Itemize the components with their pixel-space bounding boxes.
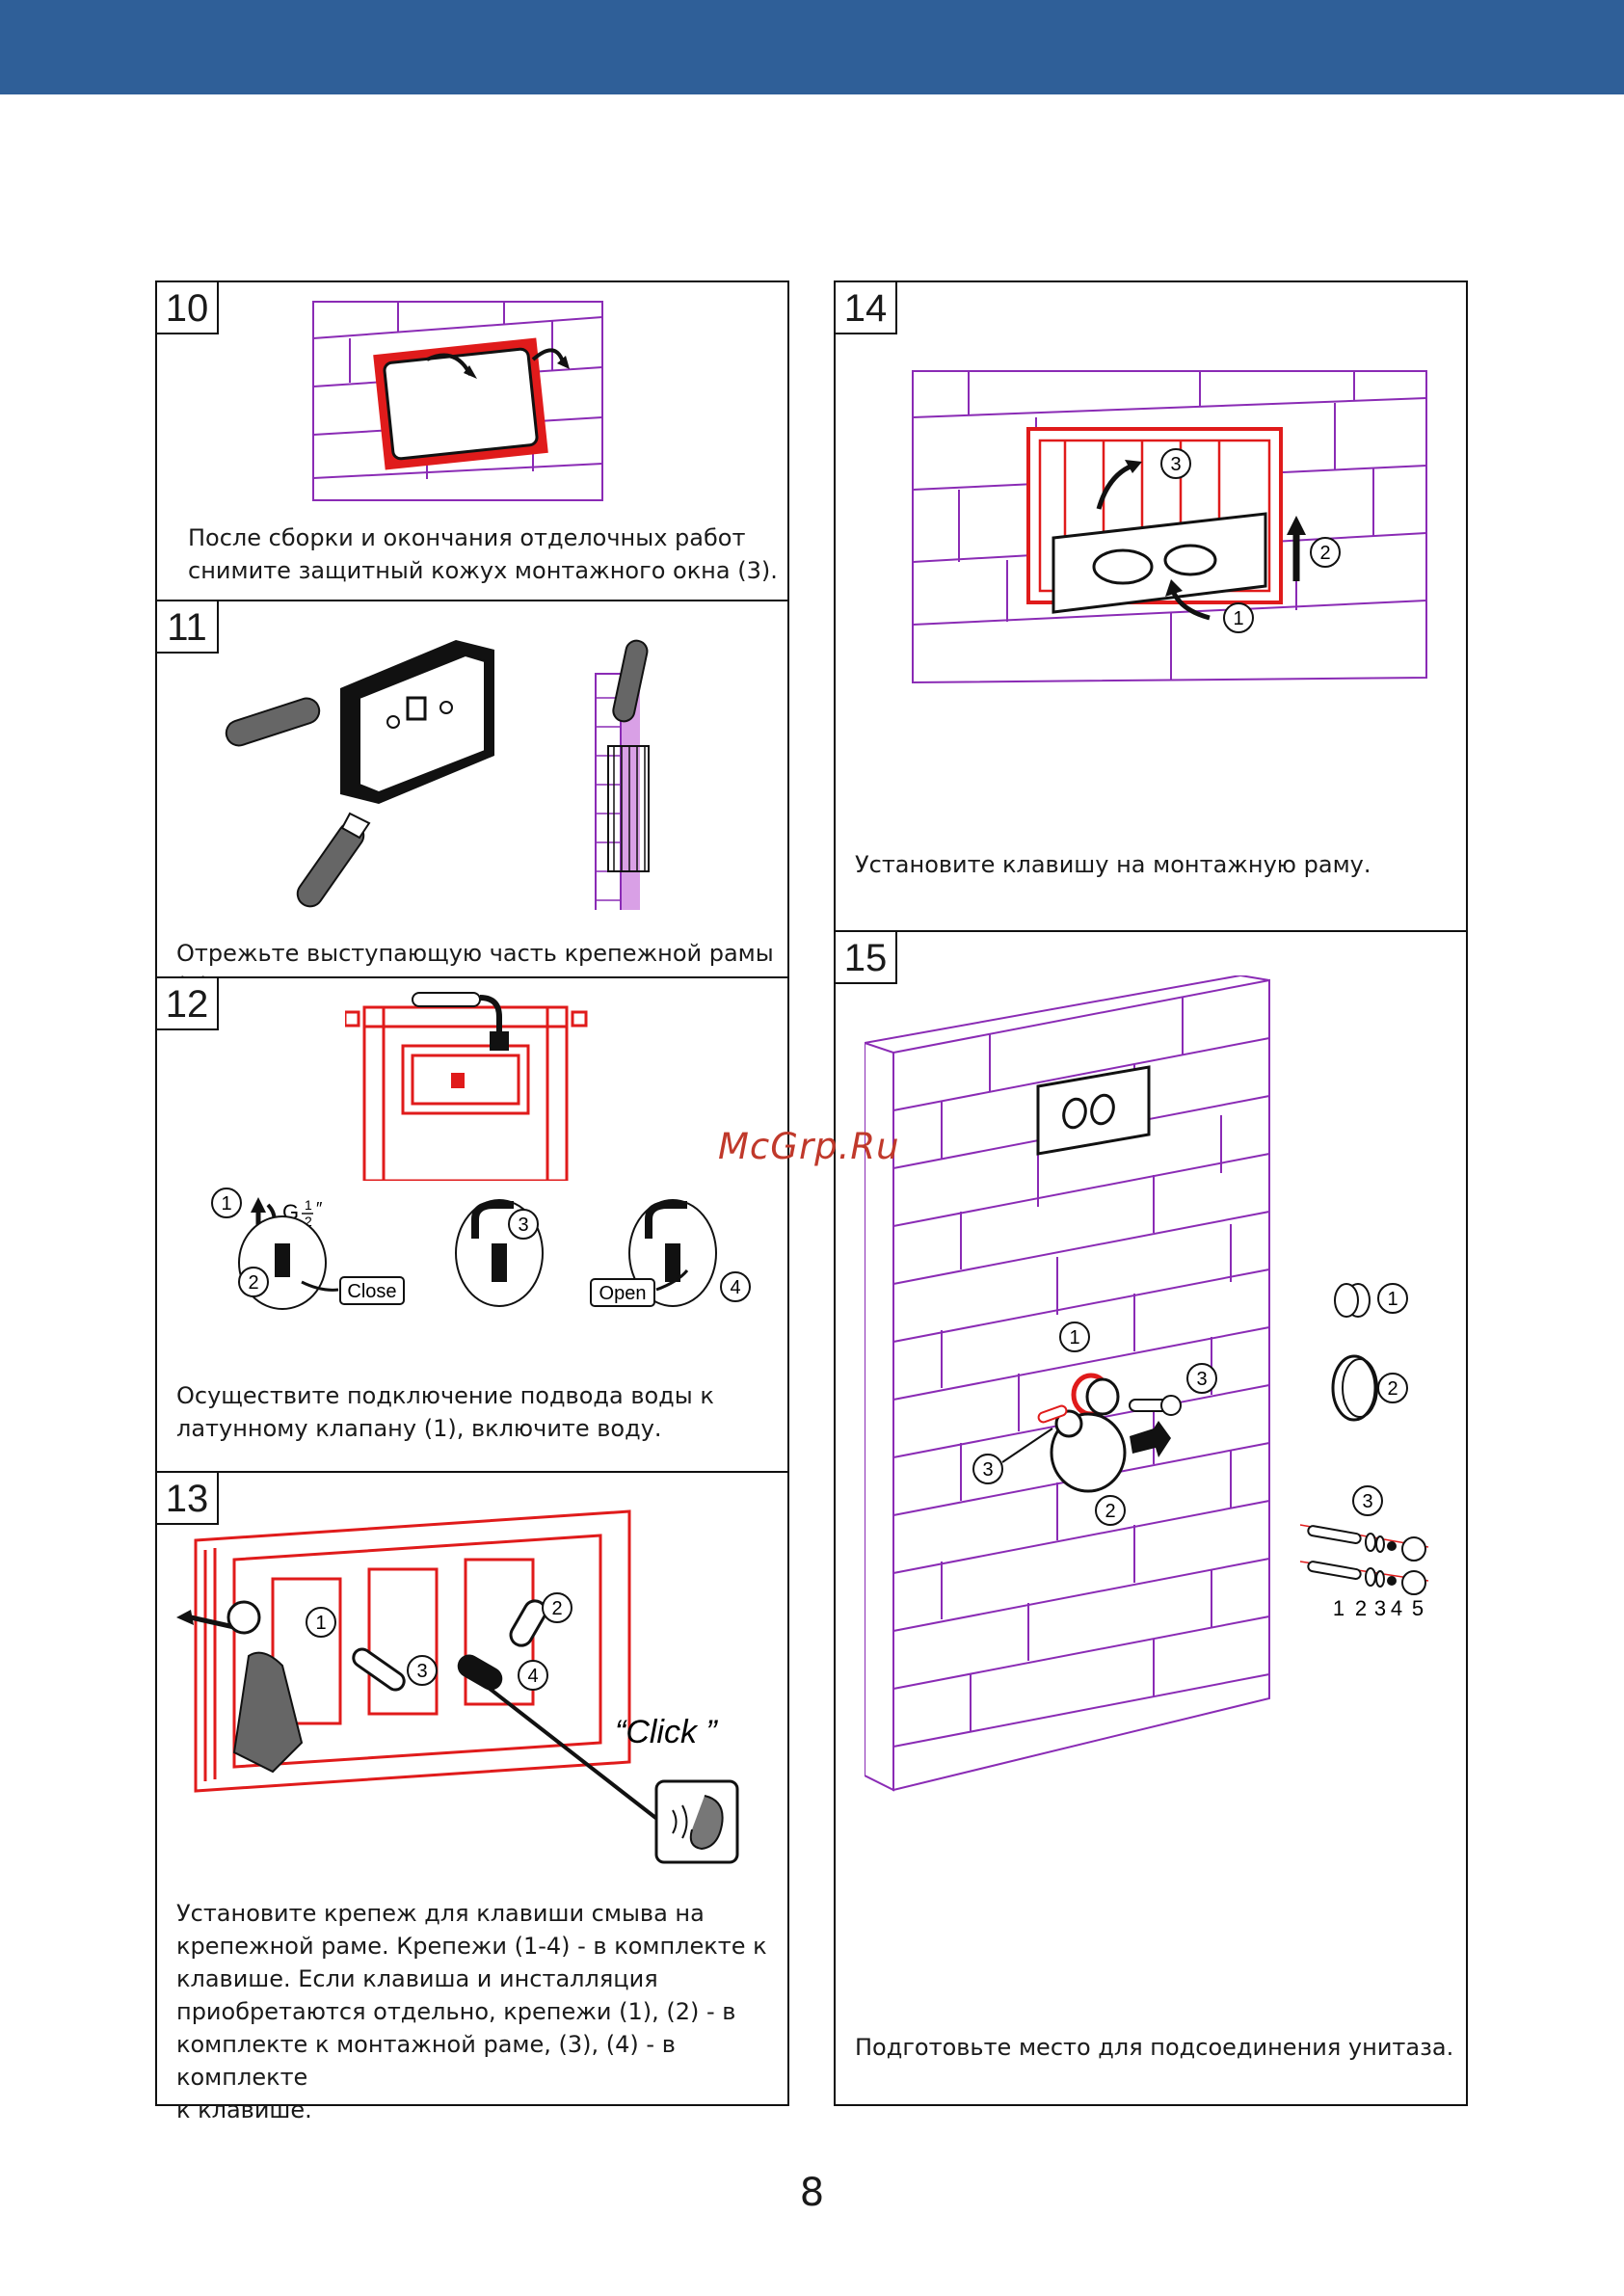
caption-line: крепежной раме. Крепежи (1-4) - в компле… — [176, 1933, 767, 1960]
callout-4: 4 — [527, 1666, 538, 1687]
thread-frac-num: 1 — [305, 1197, 312, 1213]
step-10-panel: 10 После сборки и окончания отделочных р… — [155, 280, 789, 601]
callout-1: 1 — [221, 1193, 231, 1215]
thread-frac-den: 2 — [305, 1214, 312, 1229]
step-12-frame-illustration — [345, 992, 588, 1181]
step-14-illustration: 3 2 1 — [912, 370, 1427, 684]
step-15-illustration: 1 2 3 3 1 2 3 1 2 3 — [865, 975, 1429, 1792]
click-label: “Click ” — [615, 1714, 718, 1750]
callout-3: 3 — [982, 1459, 993, 1481]
caption-line: латунному клапану (1), включите воду. — [176, 1415, 662, 1442]
callout-4: 4 — [730, 1277, 740, 1298]
caption-line: После сборки и окончания отделочных рабо… — [188, 524, 746, 551]
part-callout-1: 1 — [1387, 1289, 1398, 1310]
step-11-panel: 11 Отрежьте выступающую часть крепежной … — [155, 600, 789, 1000]
step-number: 14 — [836, 282, 897, 334]
part-number-5: 5 — [1412, 1596, 1424, 1620]
part-callout-3: 3 — [1362, 1491, 1372, 1512]
step-number: 10 — [157, 282, 219, 334]
caption-line: Подготовьте место для подсоединения унит… — [855, 2034, 1454, 2061]
page-number: 8 — [799, 2171, 825, 2215]
caption-line: комплекте к монтажной раме, (3), (4) - в… — [176, 2031, 676, 2091]
callout-3: 3 — [416, 1661, 427, 1682]
step-12-valve-illustration: 1 G 1 2 ″ 2 Close 3 Open 4 — [211, 1188, 751, 1310]
step-number: 11 — [157, 601, 219, 654]
step-13-caption: Установите крепеж для клавиши смыва на к… — [176, 1897, 787, 2126]
callout-3: 3 — [1170, 454, 1181, 475]
callout-2: 2 — [551, 1598, 562, 1619]
step-14-panel: 14 3 2 1 — [834, 280, 1468, 932]
step-11-illustration — [225, 639, 650, 910]
caption-line: клавише. Если клавиша и инсталляция — [176, 1965, 658, 1992]
step-number: 15 — [836, 932, 897, 984]
part-number-1: 1 — [1333, 1596, 1344, 1620]
callout-3: 3 — [1196, 1369, 1207, 1390]
caption-line: Установите клавишу на монтажную раму. — [855, 851, 1371, 878]
callout-1: 1 — [1069, 1327, 1079, 1348]
callout-1: 1 — [1233, 608, 1243, 629]
callout-2: 2 — [248, 1272, 258, 1294]
caption-line: снимите защитный кожух монтажного окна (… — [188, 557, 778, 584]
part-callout-2: 2 — [1387, 1378, 1398, 1400]
caption-line: Установите крепеж для клавиши смыва на — [176, 1900, 705, 1927]
callout-2: 2 — [1105, 1501, 1115, 1522]
step-15-caption: Подготовьте место для подсоединения унит… — [855, 2031, 1453, 2064]
callout-2: 2 — [1319, 543, 1330, 564]
step-number: 12 — [157, 978, 219, 1030]
caption-line: приобретаются отдельно, крепежи (1), (2)… — [176, 1998, 736, 2025]
callout-1: 1 — [315, 1613, 326, 1634]
step-14-caption: Установите клавишу на монтажную раму. — [855, 848, 1371, 881]
step-12-caption: Осуществите подключение подвода воды к л… — [176, 1379, 714, 1445]
watermark: McGrp.Ru — [718, 1126, 900, 1167]
caption-line: Осуществите подключение подвода воды к — [176, 1382, 714, 1409]
part-number-2: 2 — [1355, 1596, 1367, 1620]
step-10-illustration — [312, 301, 603, 501]
step-13-panel: 13 1 2 3 4 “Click ” Установите — [155, 1471, 789, 2123]
step-15-panel: 15 1 — [834, 930, 1468, 2106]
caption-line: к клавише. — [176, 2096, 312, 2123]
step-10-caption: После сборки и окончания отделочных рабо… — [188, 521, 778, 587]
step-11-caption: Отрежьте выступающую часть крепежной рам… — [176, 937, 787, 1002]
part-number-3: 3 — [1374, 1596, 1386, 1620]
part-number-4: 4 — [1391, 1596, 1402, 1620]
close-label: Close — [347, 1281, 396, 1302]
thread-quote: ″ — [316, 1199, 323, 1218]
header-bar — [0, 0, 1624, 94]
step-12-panel: 12 1 G 1 2 ″ 2 Close 3 — [155, 976, 789, 1473]
step-number: 13 — [157, 1473, 219, 1525]
step-13-illustration: 1 2 3 4 “Click ” — [176, 1509, 739, 1864]
callout-3: 3 — [518, 1215, 528, 1236]
open-label: Open — [599, 1283, 647, 1304]
caption-line: Отрежьте выступающую часть крепежной рам… — [176, 940, 774, 1000]
